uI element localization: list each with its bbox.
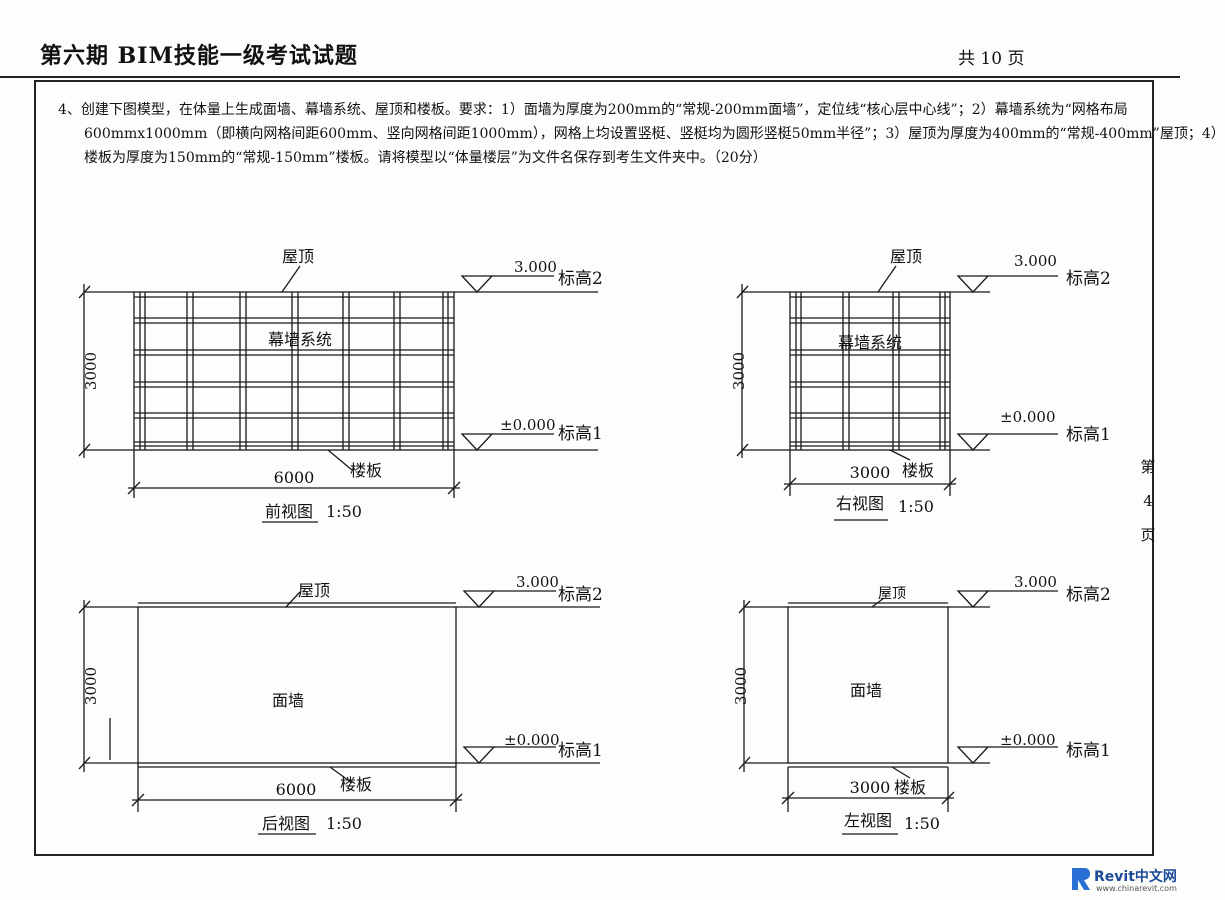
left-width-dim: 3000 <box>850 778 891 797</box>
front-body-label: 幕墙系统 <box>268 330 332 349</box>
side-page-ye: 页 <box>1140 526 1156 544</box>
back-body-label: 面墙 <box>272 691 304 710</box>
front-floor-label: 楼板 <box>350 461 382 480</box>
right-top-level-marker <box>956 275 990 293</box>
left-view-title: 左视图 <box>844 811 892 830</box>
left-view <box>738 590 1058 835</box>
front-top-level-value: 3.000 <box>514 258 557 276</box>
back-height-dim: 3000 <box>82 667 100 705</box>
back-width-dim: 6000 <box>276 780 317 799</box>
front-base-level-marker <box>460 433 494 451</box>
right-curtain-grid <box>790 292 950 450</box>
page-frame <box>34 80 1154 856</box>
side-page-di: 第 <box>1140 458 1156 476</box>
revit-logo-icon <box>1072 868 1090 890</box>
back-view-scale: 1:50 <box>326 814 362 833</box>
front-curtain-grid <box>134 292 454 450</box>
right-roof-label: 屋顶 <box>890 247 922 266</box>
back-top-level-value: 3.000 <box>516 573 559 591</box>
left-top-level-marker <box>956 590 990 608</box>
back-base-level-marker <box>462 746 496 764</box>
right-top-level-value: 3.000 <box>1014 252 1057 270</box>
left-body-label: 面墙 <box>850 681 882 700</box>
left-floor-label: 楼板 <box>894 778 926 797</box>
right-body-label: 幕墙系统 <box>838 333 902 352</box>
left-base-level-name: 标高1 <box>1066 741 1111 761</box>
question-line-2: 600mmx1000mm（即横向网格间距600mm、竖向网格间距1000mm），… <box>84 126 1225 142</box>
left-roof-label: 屋顶 <box>878 586 906 602</box>
watermark-url: www.chinarevit.com <box>1096 884 1177 893</box>
left-top-level-name: 标高2 <box>1066 585 1111 605</box>
front-width-dim: 6000 <box>274 468 315 487</box>
total-pages: 共 10 页 <box>958 49 1025 69</box>
left-view-scale: 1:50 <box>904 814 940 833</box>
back-top-level-name: 标高2 <box>558 585 603 605</box>
right-base-level-name: 标高1 <box>1066 425 1111 445</box>
front-curtain-outline <box>133 291 455 451</box>
back-roof-label: 屋顶 <box>298 581 330 600</box>
front-view <box>78 265 598 523</box>
right-height-dim: 3000 <box>730 352 748 390</box>
back-floor-label: 楼板 <box>340 775 372 794</box>
back-base-level-name: 标高1 <box>558 741 603 761</box>
front-top-level-name: 标高2 <box>558 269 603 289</box>
left-base-level-value: ±0.000 <box>1000 731 1056 749</box>
front-roof-label: 屋顶 <box>282 247 314 266</box>
right-view-title: 右视图 <box>836 494 884 513</box>
front-height-dim: 3000 <box>82 352 100 390</box>
back-view-title: 后视图 <box>262 814 310 833</box>
side-page-number: 第 4 页 <box>1137 450 1159 552</box>
right-base-level-marker <box>956 433 990 451</box>
drawing-sheet: 屋顶 幕墙系统 3000 6000 楼板 3.000 标高2 ±0.000 标高… <box>78 247 1111 835</box>
right-width-dim: 3000 <box>850 463 891 482</box>
right-curtain-outline <box>789 291 951 451</box>
right-view <box>736 265 1058 521</box>
right-top-level-name: 标高2 <box>1066 269 1111 289</box>
right-view-scale: 1:50 <box>898 497 934 516</box>
front-view-scale: 1:50 <box>326 502 362 521</box>
right-floor-label: 楼板 <box>902 461 934 480</box>
left-top-level-value: 3.000 <box>1014 573 1057 591</box>
left-height-dim: 3000 <box>732 667 750 705</box>
back-wall-outline <box>137 606 457 764</box>
side-page-num: 4 <box>1143 492 1153 510</box>
front-view-title: 前视图 <box>265 502 313 521</box>
back-base-level-value: ±0.000 <box>504 731 560 749</box>
watermark-logo <box>1070 866 1170 896</box>
front-base-level-name: 标高1 <box>558 424 603 444</box>
left-base-level-marker <box>956 746 990 764</box>
question-line-1: 4、创建下图模型，在体量上生成面墙、幕墙系统、屋顶和楼板。要求：1）面墙为厚度为… <box>58 102 1128 118</box>
left-wall-outline <box>787 606 949 764</box>
front-base-level-value: ±0.000 <box>500 416 556 434</box>
back-top-level-marker <box>462 590 496 608</box>
back-view <box>78 590 600 835</box>
watermark-brand: Revit中文网 <box>1094 869 1177 885</box>
header-rule <box>0 76 1180 78</box>
question-line-3: 楼板为厚度为150mm的“常规-150mm”楼板。请将模型以“体量楼层”为文件名… <box>84 150 767 166</box>
front-top-level-marker <box>460 275 494 293</box>
right-base-level-value: ±0.000 <box>1000 408 1056 426</box>
page-title: 第六期 BIM技能一级考试试题 <box>40 43 358 69</box>
